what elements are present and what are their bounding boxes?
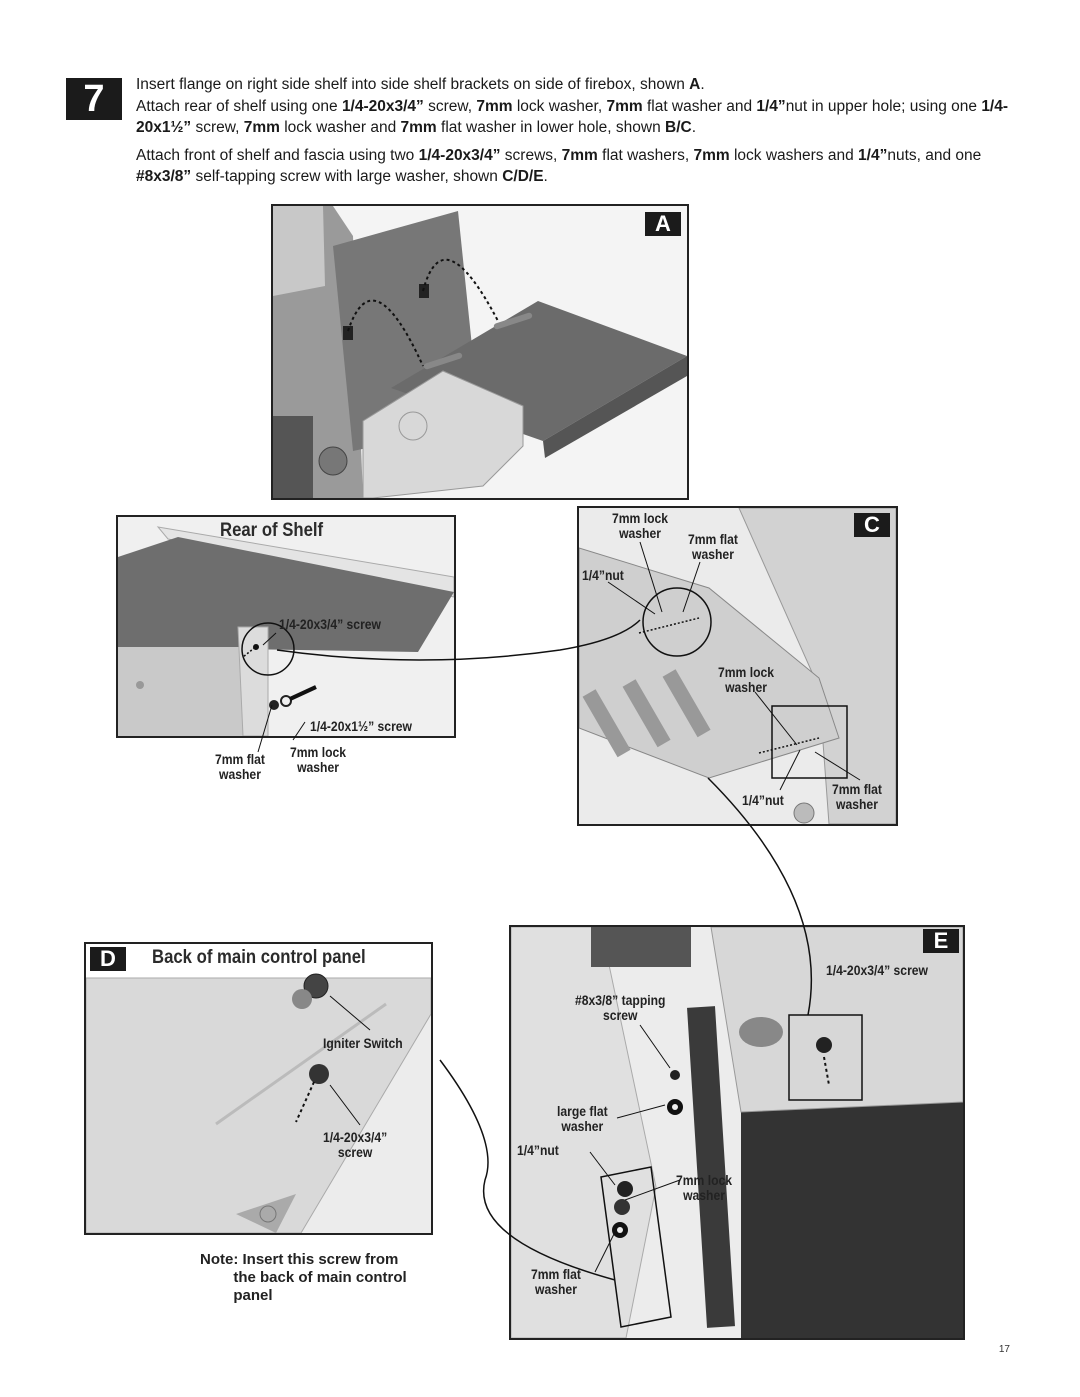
figure-d: D: [84, 942, 433, 1235]
label-c-nut-top: 1/4”nut: [582, 568, 624, 583]
instr-text: lock washer,: [512, 98, 607, 115]
instruction-paragraph-2: Attach rear of shelf using one 1/4-20x3/…: [136, 96, 1016, 138]
instr-bold: 7mm: [400, 119, 437, 136]
label-e-large-washer: large flat washer: [557, 1104, 608, 1134]
instruction-line-1: Insert flange on right side shelf into s…: [136, 74, 1016, 95]
instr-text: Attach rear of shelf using one: [136, 98, 342, 115]
figure-e-tag: E: [923, 928, 959, 953]
figure-d-title: Back of main control panel: [152, 947, 366, 968]
figure-e: E: [509, 925, 965, 1340]
label-d-screw: 1/4-20x3/4” screw: [323, 1130, 388, 1160]
instr-text: self-tapping screw with large washer, sh…: [191, 168, 503, 185]
instr-bold: 1/4”: [756, 98, 786, 115]
figure-d-illustration: [86, 944, 431, 1233]
figure-a-tag: A: [645, 211, 681, 236]
instr-text: Insert flange on right side shelf into s…: [136, 76, 690, 93]
label-b-screw-1-5: 1/4-20x1½” screw: [310, 719, 413, 734]
instr-bold: 1/4-20x1½”: [136, 98, 1009, 136]
instr-bold: A: [689, 76, 701, 93]
instr-text: .: [691, 119, 697, 136]
instr-text: lock washer and: [279, 119, 401, 136]
instr-bold: 7mm: [606, 98, 643, 115]
instruction-paragraph-3: Attach front of shelf and fascia using t…: [136, 145, 1016, 187]
label-e-screw: 1/4-20x3/4” screw: [826, 963, 929, 978]
label-c-nut-bottom: 1/4”nut: [742, 793, 784, 808]
label-d-igniter: Igniter Switch: [323, 1036, 403, 1051]
page-number: 17: [998, 1344, 1010, 1355]
instr-text: flat washer and: [642, 98, 757, 115]
label-c-lock-washer-top: 7mm lock washer: [612, 511, 669, 541]
figure-a: A: [271, 204, 689, 500]
instr-bold: #8x3/8”: [136, 168, 192, 185]
label-c-flat-washer-top: 7mm flat washer: [688, 532, 738, 562]
figure-d-tag: D: [90, 946, 126, 971]
figure-e-illustration: [511, 927, 963, 1338]
label-e-tapping-screw: #8x3/8” tapping screw: [575, 993, 666, 1023]
label-c-lock-washer-mid: 7mm lock washer: [718, 665, 775, 695]
step-number-badge: 7: [66, 78, 122, 120]
label-b-flat-washer: 7mm flat washer: [215, 752, 265, 782]
figure-c: C: [577, 506, 898, 826]
instr-text: screw,: [191, 119, 244, 136]
instr-text: flat washer in lower hole, shown: [436, 119, 666, 136]
figure-b-title: Rear of Shelf: [220, 520, 324, 541]
instr-text: lock washers and: [729, 147, 859, 164]
figure-c-tag: C: [854, 512, 890, 537]
instr-bold: 7mm: [243, 119, 280, 136]
label-c-flat-washer-bottom: 7mm flat washer: [832, 782, 882, 812]
label-b-lock-washer: 7mm lock washer: [290, 745, 347, 775]
instr-text: screw,: [423, 98, 477, 115]
label-b-screw-3-4: 1/4-20x3/4” screw: [279, 617, 382, 632]
figure-c-illustration: [579, 508, 896, 824]
label-e-nut: 1/4”nut: [517, 1143, 559, 1158]
instr-text: flat washers,: [597, 147, 694, 164]
figure-b: [116, 515, 456, 738]
instr-text: nut in upper hole; using one: [785, 98, 982, 115]
instr-bold: 1/4-20x3/4”: [418, 147, 501, 164]
instr-text: .: [543, 168, 548, 185]
instr-bold: 1/4”: [858, 147, 888, 164]
instr-text: nuts, and one: [887, 147, 982, 164]
figure-a-illustration: [273, 206, 687, 498]
instr-text: Attach front of shelf and fascia using t…: [136, 147, 419, 164]
instr-bold: 7mm: [693, 147, 730, 164]
instr-bold: 7mm: [476, 98, 513, 115]
figure-b-illustration: [118, 517, 454, 736]
instr-bold: 7mm: [561, 147, 598, 164]
instr-text: screws,: [500, 147, 562, 164]
figure-d-note: Note: Insert this screw from the back of…: [200, 1251, 407, 1304]
label-e-flat-washer: 7mm flat washer: [531, 1267, 581, 1297]
instr-text: .: [700, 76, 705, 93]
label-e-lock-washer: 7mm lock washer: [676, 1173, 733, 1203]
instr-bold: C/D/E: [502, 168, 544, 185]
instr-bold: B/C: [665, 119, 692, 136]
instr-bold: 1/4-20x3/4”: [341, 98, 424, 115]
